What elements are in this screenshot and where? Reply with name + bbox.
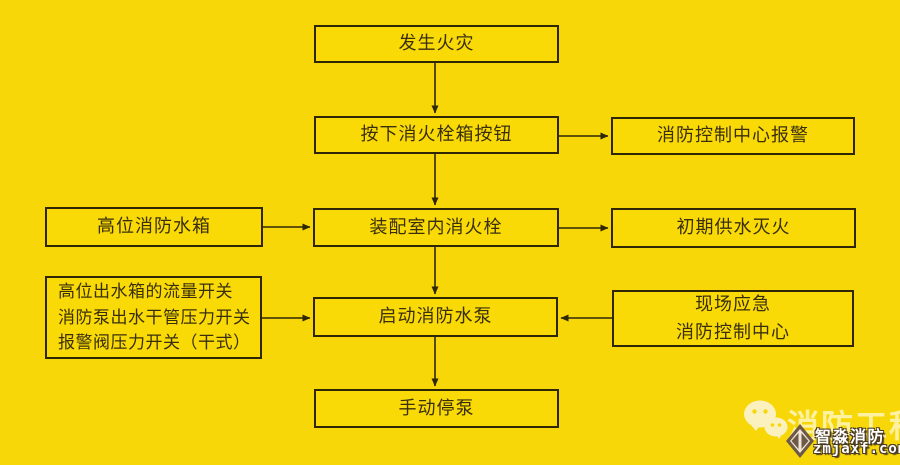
switch-line-3: 报警阀压力开关（干式） — [58, 333, 251, 353]
node-onsite-emergency-center: 现场应急 消防控制中心 — [612, 290, 854, 347]
zhimiao-logo-name: 智淼消防 — [815, 429, 886, 446]
node-press-hydrant-button: 按下消火栓箱按钮 — [314, 116, 559, 154]
wechat-icon — [744, 400, 788, 439]
node-high-level-water-tank: 高位消防水箱 — [45, 207, 263, 247]
node-manual-pump-stop: 手动停泵 — [314, 389, 559, 428]
node-start-fire-pump: 启动消防水泵 — [313, 297, 558, 337]
node-control-center-alarm: 消防控制中心报警 — [611, 117, 855, 155]
zhimiao-logo-url: zmjaxf.com — [813, 441, 900, 457]
node-pump-start-switches: 高位出水箱的流量开关 消防泵出水干管压力开关 报警阀压力开关（干式） — [45, 276, 262, 359]
emergency-line-2: 消防控制中心 — [676, 321, 790, 342]
switch-line-1: 高位出水箱的流量开关 — [58, 281, 233, 301]
node-initial-water-supply: 初期供水灭火 — [611, 208, 856, 248]
node-fire-occurs: 发生火灾 — [314, 25, 559, 63]
emergency-line-1: 现场应急 — [695, 293, 771, 314]
node-assemble-indoor-hydrant: 装配室内消火栓 — [313, 208, 559, 247]
switch-line-2: 消防泵出水干管压力开关 — [58, 307, 251, 327]
zhimiao-diamond-logo-icon — [786, 424, 814, 458]
